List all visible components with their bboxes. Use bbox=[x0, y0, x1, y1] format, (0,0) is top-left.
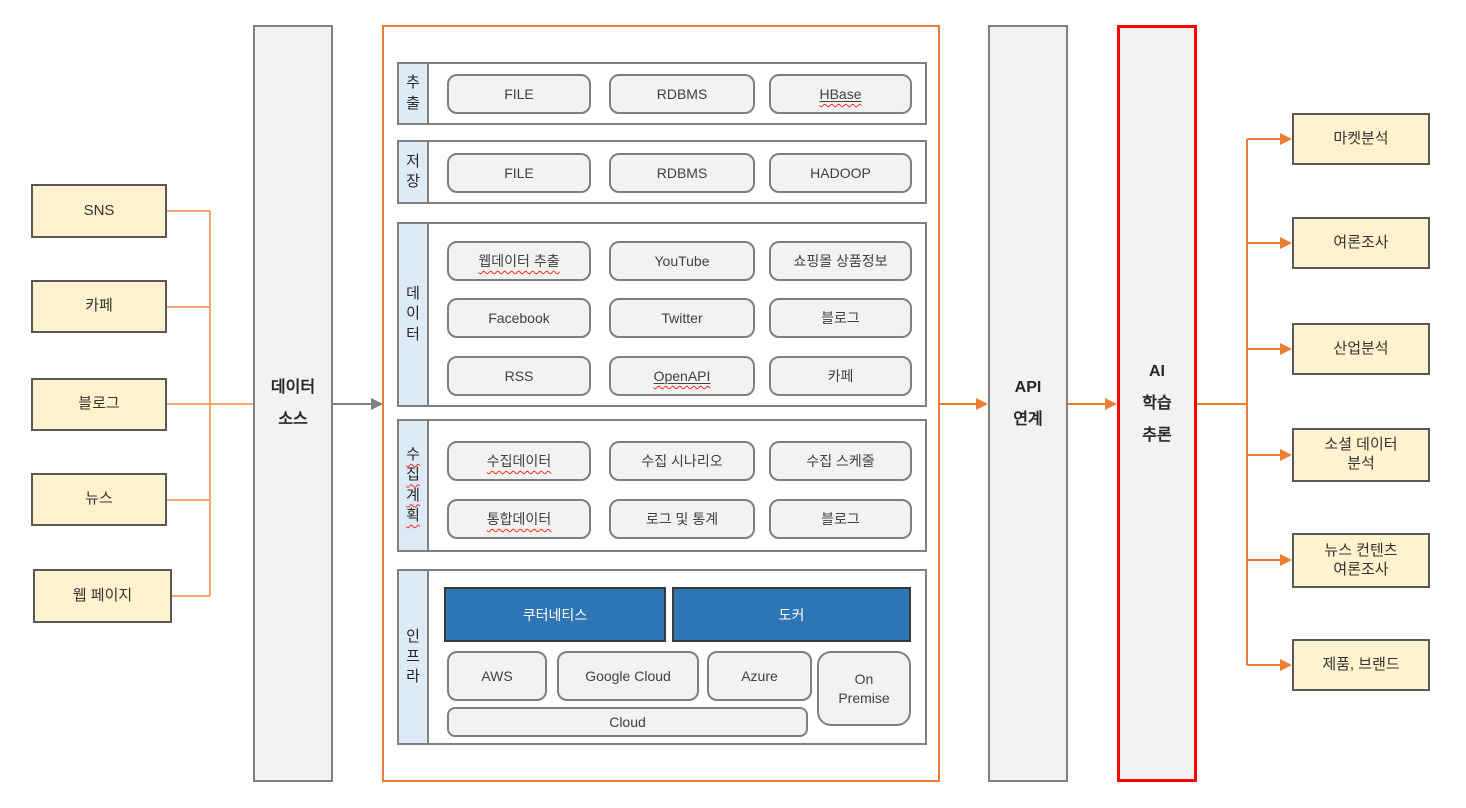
section-data-label: 데이터 bbox=[399, 224, 429, 405]
pipeline-item: 로그 및 통계 bbox=[609, 499, 755, 539]
data-source-panel: 데이터 소스 bbox=[253, 25, 333, 782]
pipeline-item: FILE bbox=[447, 153, 591, 193]
source-box-sns: SNS bbox=[31, 184, 167, 238]
platform-kubernetes: 쿠터네티스 bbox=[444, 587, 666, 642]
section-collection-plan-label: 수집계획 bbox=[399, 421, 429, 550]
pipeline-item: 수집데이터 bbox=[447, 441, 591, 481]
output-box-opinion-poll: 여론조사 bbox=[1292, 217, 1430, 269]
pipeline-item: RDBMS bbox=[609, 74, 755, 114]
section-infra-label: 인프라 bbox=[399, 571, 429, 743]
ai-inference-panel: AI 학습 추론 bbox=[1117, 25, 1197, 782]
cloud-azure: Azure bbox=[707, 651, 812, 701]
pipeline-item: HBase bbox=[769, 74, 912, 114]
pipeline-item: RSS bbox=[447, 356, 591, 396]
section-collection-plan: 수집계획 수집데이터 수집 시나리오 수집 스케줄 통합데이터 로그 및 통계 … bbox=[397, 419, 927, 552]
pipeline-item: 웹데이터 추출 bbox=[447, 241, 591, 281]
output-box-social-data: 소셜 데이터 분석 bbox=[1292, 428, 1430, 482]
pipeline-item: 수집 스케줄 bbox=[769, 441, 912, 481]
pipeline-item: 블로그 bbox=[769, 499, 912, 539]
cloud-aws: AWS bbox=[447, 651, 547, 701]
cloud-google: Google Cloud bbox=[557, 651, 699, 701]
pipeline-item: HADOOP bbox=[769, 153, 912, 193]
pipeline-item: YouTube bbox=[609, 241, 755, 281]
section-extract-label: 추출 bbox=[399, 64, 429, 123]
source-box-cafe: 카페 bbox=[31, 280, 167, 333]
section-extract: 추출 FILE RDBMS HBase bbox=[397, 62, 927, 125]
pipeline-item: FILE bbox=[447, 74, 591, 114]
pipeline-item: 블로그 bbox=[769, 298, 912, 338]
source-box-news: 뉴스 bbox=[31, 473, 167, 526]
section-data: 데이터 웹데이터 추출 YouTube 쇼핑몰 상품정보 Facebook Tw… bbox=[397, 222, 927, 407]
pipeline-item: OpenAPI bbox=[609, 356, 755, 396]
pipeline-item: RDBMS bbox=[609, 153, 755, 193]
cloud-on-premise: On Premise bbox=[817, 651, 911, 726]
section-store: 저장 FILE RDBMS HADOOP bbox=[397, 140, 927, 204]
pipeline-item: Twitter bbox=[609, 298, 755, 338]
source-box-webpage: 웹 페이지 bbox=[33, 569, 172, 623]
cloud-generic: Cloud bbox=[447, 707, 808, 737]
source-box-blog: 블로그 bbox=[31, 378, 167, 431]
output-box-news-contents: 뉴스 컨텐츠 여론조사 bbox=[1292, 533, 1430, 588]
api-link-panel: API 연계 bbox=[988, 25, 1068, 782]
output-box-product-brand: 제품, 브랜드 bbox=[1292, 639, 1430, 691]
pipeline-item: 카페 bbox=[769, 356, 912, 396]
pipeline-item: 쇼핑몰 상품정보 bbox=[769, 241, 912, 281]
pipeline-item: 수집 시나리오 bbox=[609, 441, 755, 481]
output-box-industry-analysis: 산업분석 bbox=[1292, 323, 1430, 375]
section-infra: 인프라 쿠터네티스 도커 AWS Google Cloud Azure On P… bbox=[397, 569, 927, 745]
output-box-market-analysis: 마켓분석 bbox=[1292, 113, 1430, 165]
collection-platform-frame: 추출 FILE RDBMS HBase 저장 FILE RDBMS HADOOP… bbox=[382, 25, 940, 782]
pipeline-item: 통합데이터 bbox=[447, 499, 591, 539]
section-store-label: 저장 bbox=[399, 142, 429, 202]
pipeline-item: Facebook bbox=[447, 298, 591, 338]
platform-docker: 도커 bbox=[672, 587, 911, 642]
